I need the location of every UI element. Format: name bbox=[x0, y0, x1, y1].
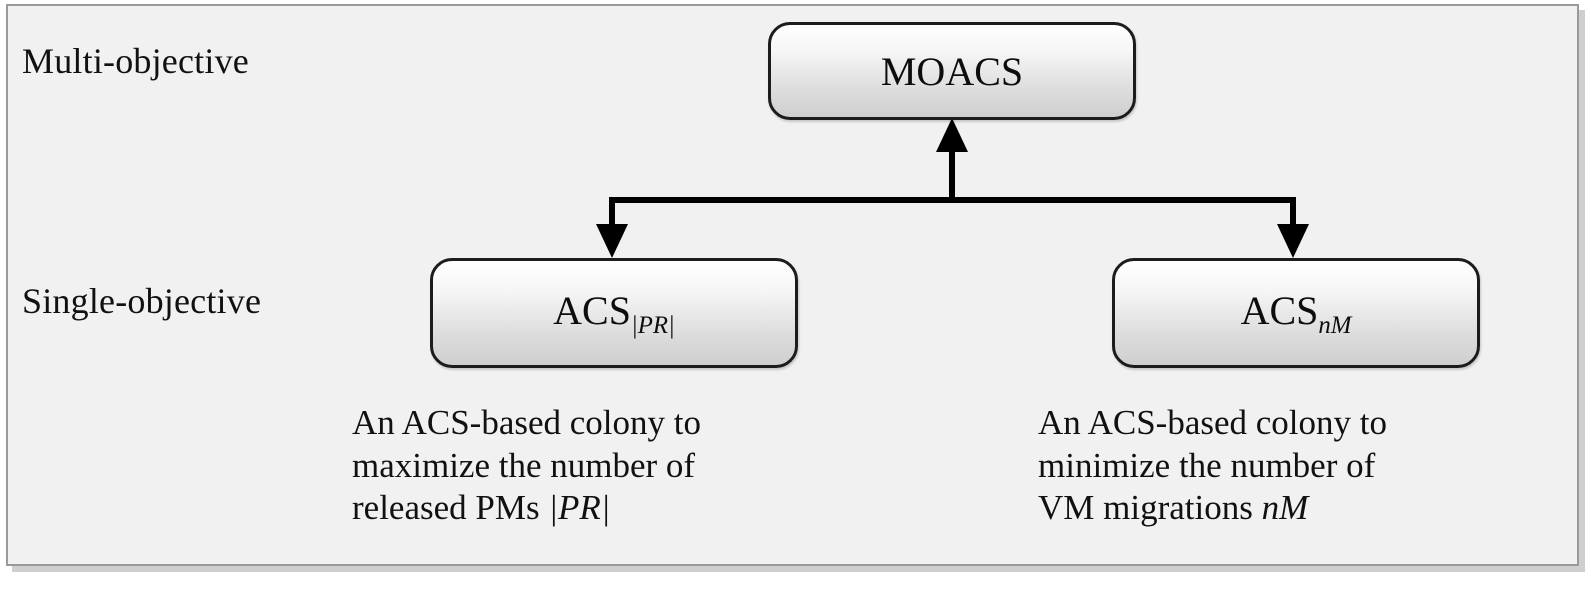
node-acs-pr[interactable]: ACS|PR| bbox=[430, 258, 798, 368]
node-acs-nm[interactable]: ACSnM bbox=[1112, 258, 1480, 368]
node-acs-nm-base: ACS bbox=[1240, 287, 1319, 333]
caption-right-line-2: minimize the number of bbox=[1038, 445, 1376, 485]
node-acs-nm-label: ACSnM bbox=[1241, 287, 1352, 340]
caption-left-line-3: released PMs |PR| bbox=[352, 487, 852, 530]
row-label-single-objective: Single-objective bbox=[22, 281, 262, 321]
caption-right-line-3-math: nM bbox=[1261, 488, 1309, 528]
caption-left-line-2: maximize the number of bbox=[352, 445, 696, 485]
caption-right-line-1: An ACS-based colony to bbox=[1038, 403, 1388, 442]
caption-right: An ACS-based colony to minimize the numb… bbox=[1038, 402, 1538, 530]
node-acs-nm-subscript: nM bbox=[1318, 311, 1352, 339]
node-moacs[interactable]: MOACS bbox=[768, 22, 1136, 120]
caption-left-line-3-math: |PR| bbox=[548, 488, 611, 528]
node-moacs-label: MOACS bbox=[880, 48, 1024, 94]
node-acs-pr-base: ACS bbox=[553, 287, 631, 333]
node-acs-pr-label: ACS|PR| bbox=[553, 287, 675, 340]
caption-right-line-3: VM migrations nM bbox=[1038, 487, 1538, 530]
caption-left-line-1: An ACS-based colony to bbox=[352, 403, 702, 442]
row-label-multi-objective: Multi-objective bbox=[22, 41, 249, 81]
caption-right-line-3-text: VM migrations bbox=[1038, 488, 1262, 528]
caption-left-line-3-text: released PMs bbox=[352, 488, 549, 528]
node-acs-pr-subscript: |PR| bbox=[630, 311, 675, 339]
caption-left: An ACS-based colony to maximize the numb… bbox=[352, 402, 852, 530]
